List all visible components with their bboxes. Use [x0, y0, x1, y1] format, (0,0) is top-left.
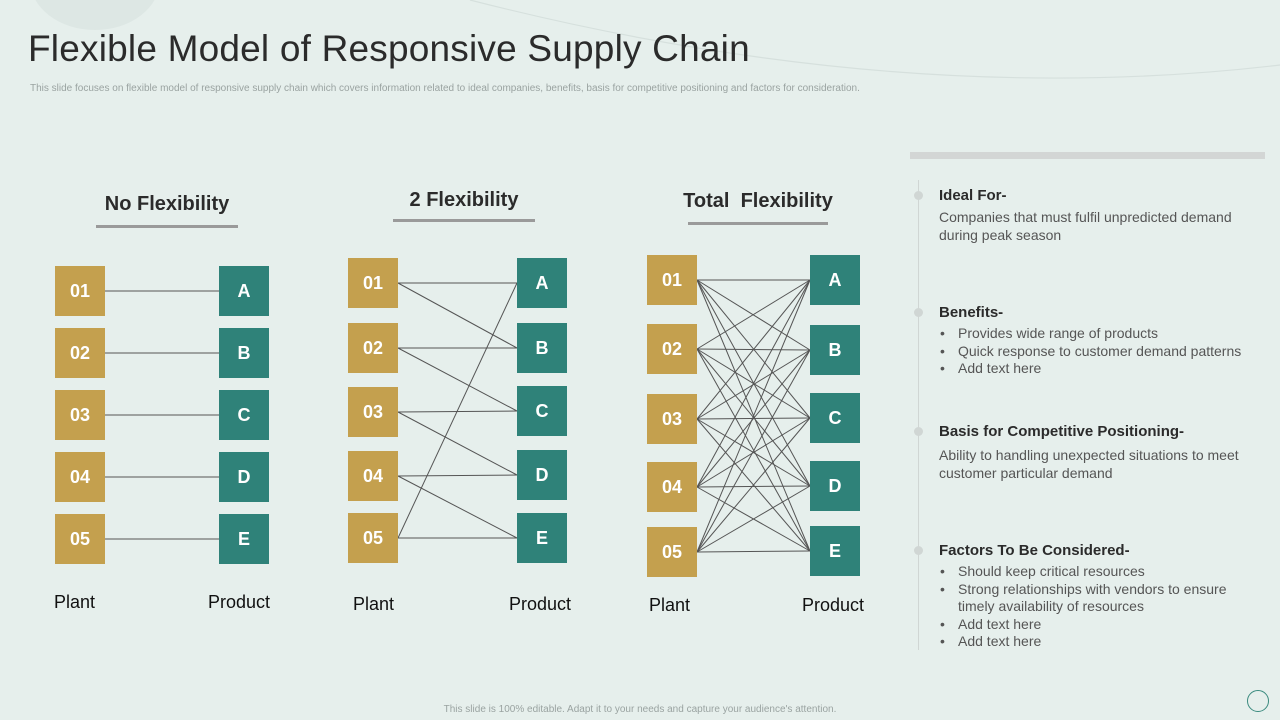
plant-box: 03: [348, 387, 398, 437]
timeline-dot: [914, 191, 923, 200]
plant-column-label: Plant: [649, 595, 691, 615]
diagram-title-2-flexibility: 2 Flexibility: [409, 189, 519, 211]
plant-product-link: [696, 418, 811, 487]
product-box: D: [219, 452, 269, 502]
footer-note: This slide is 100% editable. Adapt it to…: [443, 704, 837, 715]
list-item: Add text here: [939, 633, 1239, 651]
plant-product-link: [397, 282, 518, 349]
page-title: Flexible Model of Responsive Supply Chai…: [28, 28, 750, 69]
plant-product-link: [696, 349, 811, 420]
plant-product-link: [397, 410, 518, 413]
diagram-underline: [688, 222, 828, 225]
plant-box: 04: [55, 452, 105, 502]
page-subtitle: This slide focuses on flexible model of …: [30, 83, 860, 94]
list-item: Provides wide range of products: [939, 325, 1269, 343]
plant-box: 05: [55, 514, 105, 564]
diagram-title-no-flexibility: No Flexibility: [104, 193, 230, 215]
list-item: Should keep critical resources: [939, 563, 1239, 581]
plant-product-link: [696, 417, 811, 420]
plant-box: 02: [55, 328, 105, 378]
plant-box: 05: [348, 513, 398, 563]
panel-timeline: [918, 180, 919, 650]
plant-product-link: [696, 279, 811, 487]
product-box: A: [517, 258, 567, 308]
decorative-arc: [469, 0, 1280, 79]
ideal-for-heading: Ideal For-: [939, 187, 1007, 204]
basis-text: Ability to handling unexpected situation…: [939, 447, 1239, 481]
plant-product-link: [696, 279, 811, 351]
benefits-heading: Benefits-: [939, 304, 1004, 321]
product-box: C: [517, 386, 567, 436]
basis-heading: Basis for Competitive Positioning-: [939, 423, 1185, 440]
plant-product-link: [696, 418, 811, 552]
plant-product-link: [397, 411, 518, 476]
plant-product-link: [696, 486, 811, 552]
plant-box: 01: [647, 255, 697, 305]
plant-product-link: [696, 417, 811, 553]
ideal-for-text: Companies that must fulfil unpredicted d…: [939, 209, 1232, 243]
plant-product-link: [696, 348, 811, 487]
plant-product-link: [696, 348, 811, 552]
list-item: Add text here: [939, 360, 1269, 378]
product-box: C: [219, 390, 269, 440]
plant-product-link: [696, 349, 811, 488]
plant-product-link: [696, 417, 811, 488]
plant-product-link: [397, 474, 518, 477]
list-item: Quick response to customer demand patter…: [939, 343, 1269, 361]
plant-product-link: [696, 348, 811, 351]
product-column-label: Product: [802, 595, 865, 615]
product-box: D: [517, 450, 567, 500]
plant-product-link: [397, 282, 518, 539]
factors-heading: Factors To Be Considered-: [939, 542, 1130, 559]
plant-box: 04: [348, 451, 398, 501]
diagram-underline: [96, 225, 238, 228]
plant-box: 02: [647, 324, 697, 374]
plant-product-link: [696, 279, 811, 553]
list-item: Add text here: [939, 616, 1239, 634]
plant-product-link: [696, 550, 811, 553]
diagram-title-total-flexibility: Total Flexibility: [683, 190, 833, 212]
plant-product-link: [696, 279, 811, 488]
product-box: E: [219, 514, 269, 564]
plant-box: 04: [647, 462, 697, 512]
plant-box: 01: [55, 266, 105, 316]
product-box: A: [810, 255, 860, 305]
plant-column-label: Plant: [353, 594, 395, 614]
factors-list: Should keep critical resources Strong re…: [939, 563, 1239, 651]
timeline-dot: [914, 308, 923, 317]
product-box: C: [810, 393, 860, 443]
plant-product-link: [696, 279, 811, 552]
product-box: B: [810, 325, 860, 375]
plant-product-link: [696, 279, 811, 420]
plant-product-link: [397, 347, 518, 412]
plant-product-link: [397, 475, 518, 539]
plant-box: 03: [55, 390, 105, 440]
plant-product-link: [696, 279, 811, 350]
plant-product-link: [696, 485, 811, 488]
plant-column-label: Plant: [54, 592, 96, 612]
product-column-label: Product: [509, 594, 572, 614]
plant-box: 02: [348, 323, 398, 373]
plant-product-link: [696, 279, 811, 419]
product-box: D: [810, 461, 860, 511]
timeline-dot: [914, 427, 923, 436]
timeline-dot: [914, 546, 923, 555]
product-box: E: [517, 513, 567, 563]
list-item: Strong relationships with vendors to ens…: [939, 581, 1239, 616]
product-box: E: [810, 526, 860, 576]
product-box: A: [219, 266, 269, 316]
plant-product-link: [696, 349, 811, 553]
plant-product-link: [696, 348, 811, 419]
plant-product-link: [696, 485, 811, 553]
product-box: B: [219, 328, 269, 378]
product-column-label: Product: [208, 592, 271, 612]
corner-ring-icon: [1247, 690, 1269, 712]
product-box: B: [517, 323, 567, 373]
panel-top-bar: [910, 152, 1265, 159]
plant-box: 03: [647, 394, 697, 444]
plant-box: 01: [348, 258, 398, 308]
diagram-underline: [393, 219, 535, 222]
benefits-list: Provides wide range of products Quick re…: [939, 325, 1269, 378]
plant-box: 05: [647, 527, 697, 577]
